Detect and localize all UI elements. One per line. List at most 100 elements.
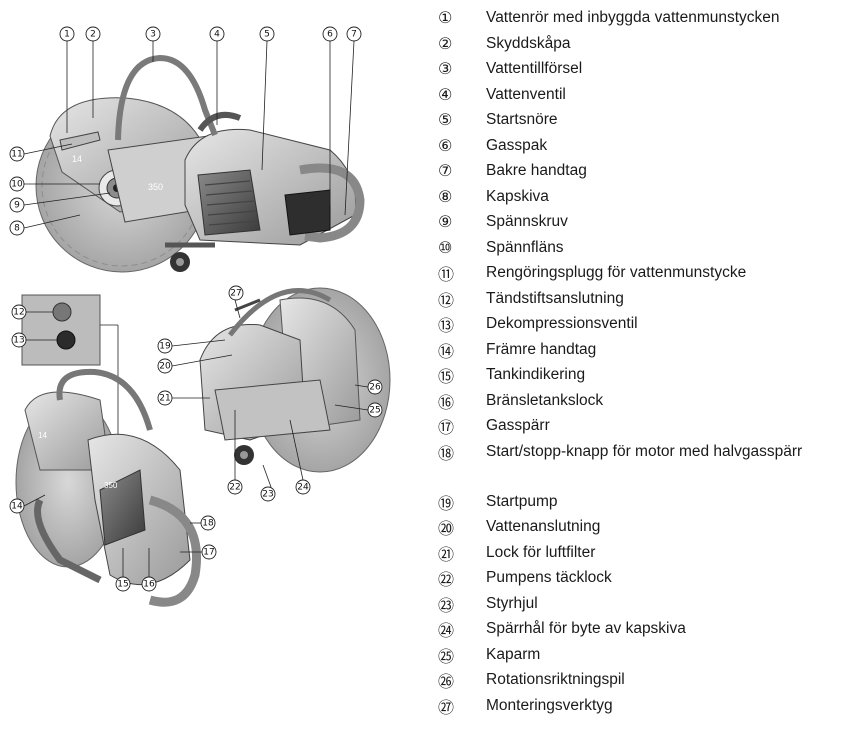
legend-label: Vattenanslutning [486, 517, 600, 537]
legend-label: Bränsletankslock [486, 391, 603, 411]
legend-number: ⑯ [438, 391, 486, 411]
legend-label: Vattenrör med inbyggda vattenmunstycken [486, 8, 780, 28]
saw-side-view: 14 350 [36, 58, 360, 272]
legend-label: Startpump [486, 492, 558, 512]
callout-number-13: 13 [13, 336, 24, 346]
legend-number: ② [438, 34, 486, 54]
legend-number: ㉒ [438, 568, 486, 588]
model-marking: 350 [148, 182, 163, 192]
callout-number-12: 12 [13, 308, 24, 318]
legend-number: ⑱ [438, 442, 486, 462]
legend-number: ⑰ [438, 416, 486, 436]
legend-number: ㉖ [438, 670, 486, 690]
legend-number: ⑭ [438, 340, 486, 360]
callout-number-10: 10 [11, 180, 23, 190]
legend-item: ⑨Spännskruv [438, 212, 853, 238]
callout-number-2: 2 [90, 30, 96, 40]
callout-number-15: 15 [117, 580, 128, 590]
callout-number-4: 4 [214, 30, 220, 40]
legend-number: ⑤ [438, 110, 486, 130]
callout-number-7: 7 [351, 30, 357, 40]
callout-number-19: 19 [159, 342, 171, 352]
callout-number-25: 25 [369, 406, 380, 416]
callout-number-9: 9 [14, 201, 20, 211]
legend-label: Spännskruv [486, 212, 568, 232]
legend-label: Spärrhål för byte av kapskiva [486, 619, 686, 639]
legend-number: ⑬ [438, 314, 486, 334]
legend-label: Startsnöre [486, 110, 558, 130]
callout-number-14: 14 [11, 502, 23, 512]
callout-number-23: 23 [262, 490, 273, 500]
legend-number: ① [438, 8, 486, 28]
callout-number-8: 8 [14, 224, 20, 234]
callout-number-17: 17 [203, 548, 214, 558]
callout-number-5: 5 [264, 30, 270, 40]
legend-label: Främre handtag [486, 340, 596, 360]
legend-label: Dekompressionsventil [486, 314, 638, 334]
legend-label: Rengöringsplugg för vattenmunstycke [486, 263, 746, 283]
legend-number: ㉕ [438, 645, 486, 665]
cutter-arm-other-side [215, 380, 330, 440]
legend-item: ㉔Spärrhål för byte av kapskiva [438, 619, 853, 645]
callout-number-21: 21 [159, 394, 170, 404]
legend-number: ⑫ [438, 289, 486, 309]
legend-number: ㉑ [438, 543, 486, 563]
legend-label: Kaparm [486, 645, 540, 665]
legend-label: Rotationsriktningspil [486, 670, 625, 690]
legend-label: Skyddskåpa [486, 34, 570, 54]
callout-number-6: 6 [327, 30, 333, 40]
legend-label: Gasspärr [486, 416, 550, 436]
legend-label: Kapskiva [486, 187, 549, 207]
svg-text:14: 14 [38, 431, 47, 440]
svg-text:350: 350 [104, 481, 118, 490]
legend-number: ⑮ [438, 365, 486, 385]
legend-number: ⑳ [438, 517, 486, 537]
legend-label: Styrhjul [486, 594, 538, 614]
callout-number-1: 1 [64, 30, 70, 40]
legend-label: Start/stopp-knapp för motor med halvgass… [486, 442, 806, 462]
legend-number: ⑲ [438, 492, 486, 512]
legend-number: ⑥ [438, 136, 486, 156]
legend-label: Monteringsverktyg [486, 696, 613, 716]
legend-label: Vattenventil [486, 85, 566, 105]
saw-illustrations: 14 350 14 350 [0, 0, 420, 734]
callout-number-27: 27 [230, 289, 241, 299]
legend-number: ㉔ [438, 619, 486, 639]
callout-number-11: 11 [11, 150, 22, 160]
legend-number: ⑪ [438, 263, 486, 283]
legend-number: ④ [438, 85, 486, 105]
callout-number-16: 16 [143, 580, 155, 590]
callout-number-18: 18 [202, 519, 214, 529]
callout-number-24: 24 [297, 483, 309, 493]
legend-number: ⑨ [438, 212, 486, 232]
legend-item: ⑦Bakre handtag [438, 161, 853, 187]
legend-number: ⑦ [438, 161, 486, 181]
legend-number: ⑩ [438, 238, 486, 258]
legend-number: ③ [438, 59, 486, 79]
legend-item: ③Vattentillförsel [438, 59, 853, 85]
legend-label: Gasspak [486, 136, 547, 156]
legend-label: Lock för luftfilter [486, 543, 595, 563]
callout-number-3: 3 [150, 30, 156, 40]
